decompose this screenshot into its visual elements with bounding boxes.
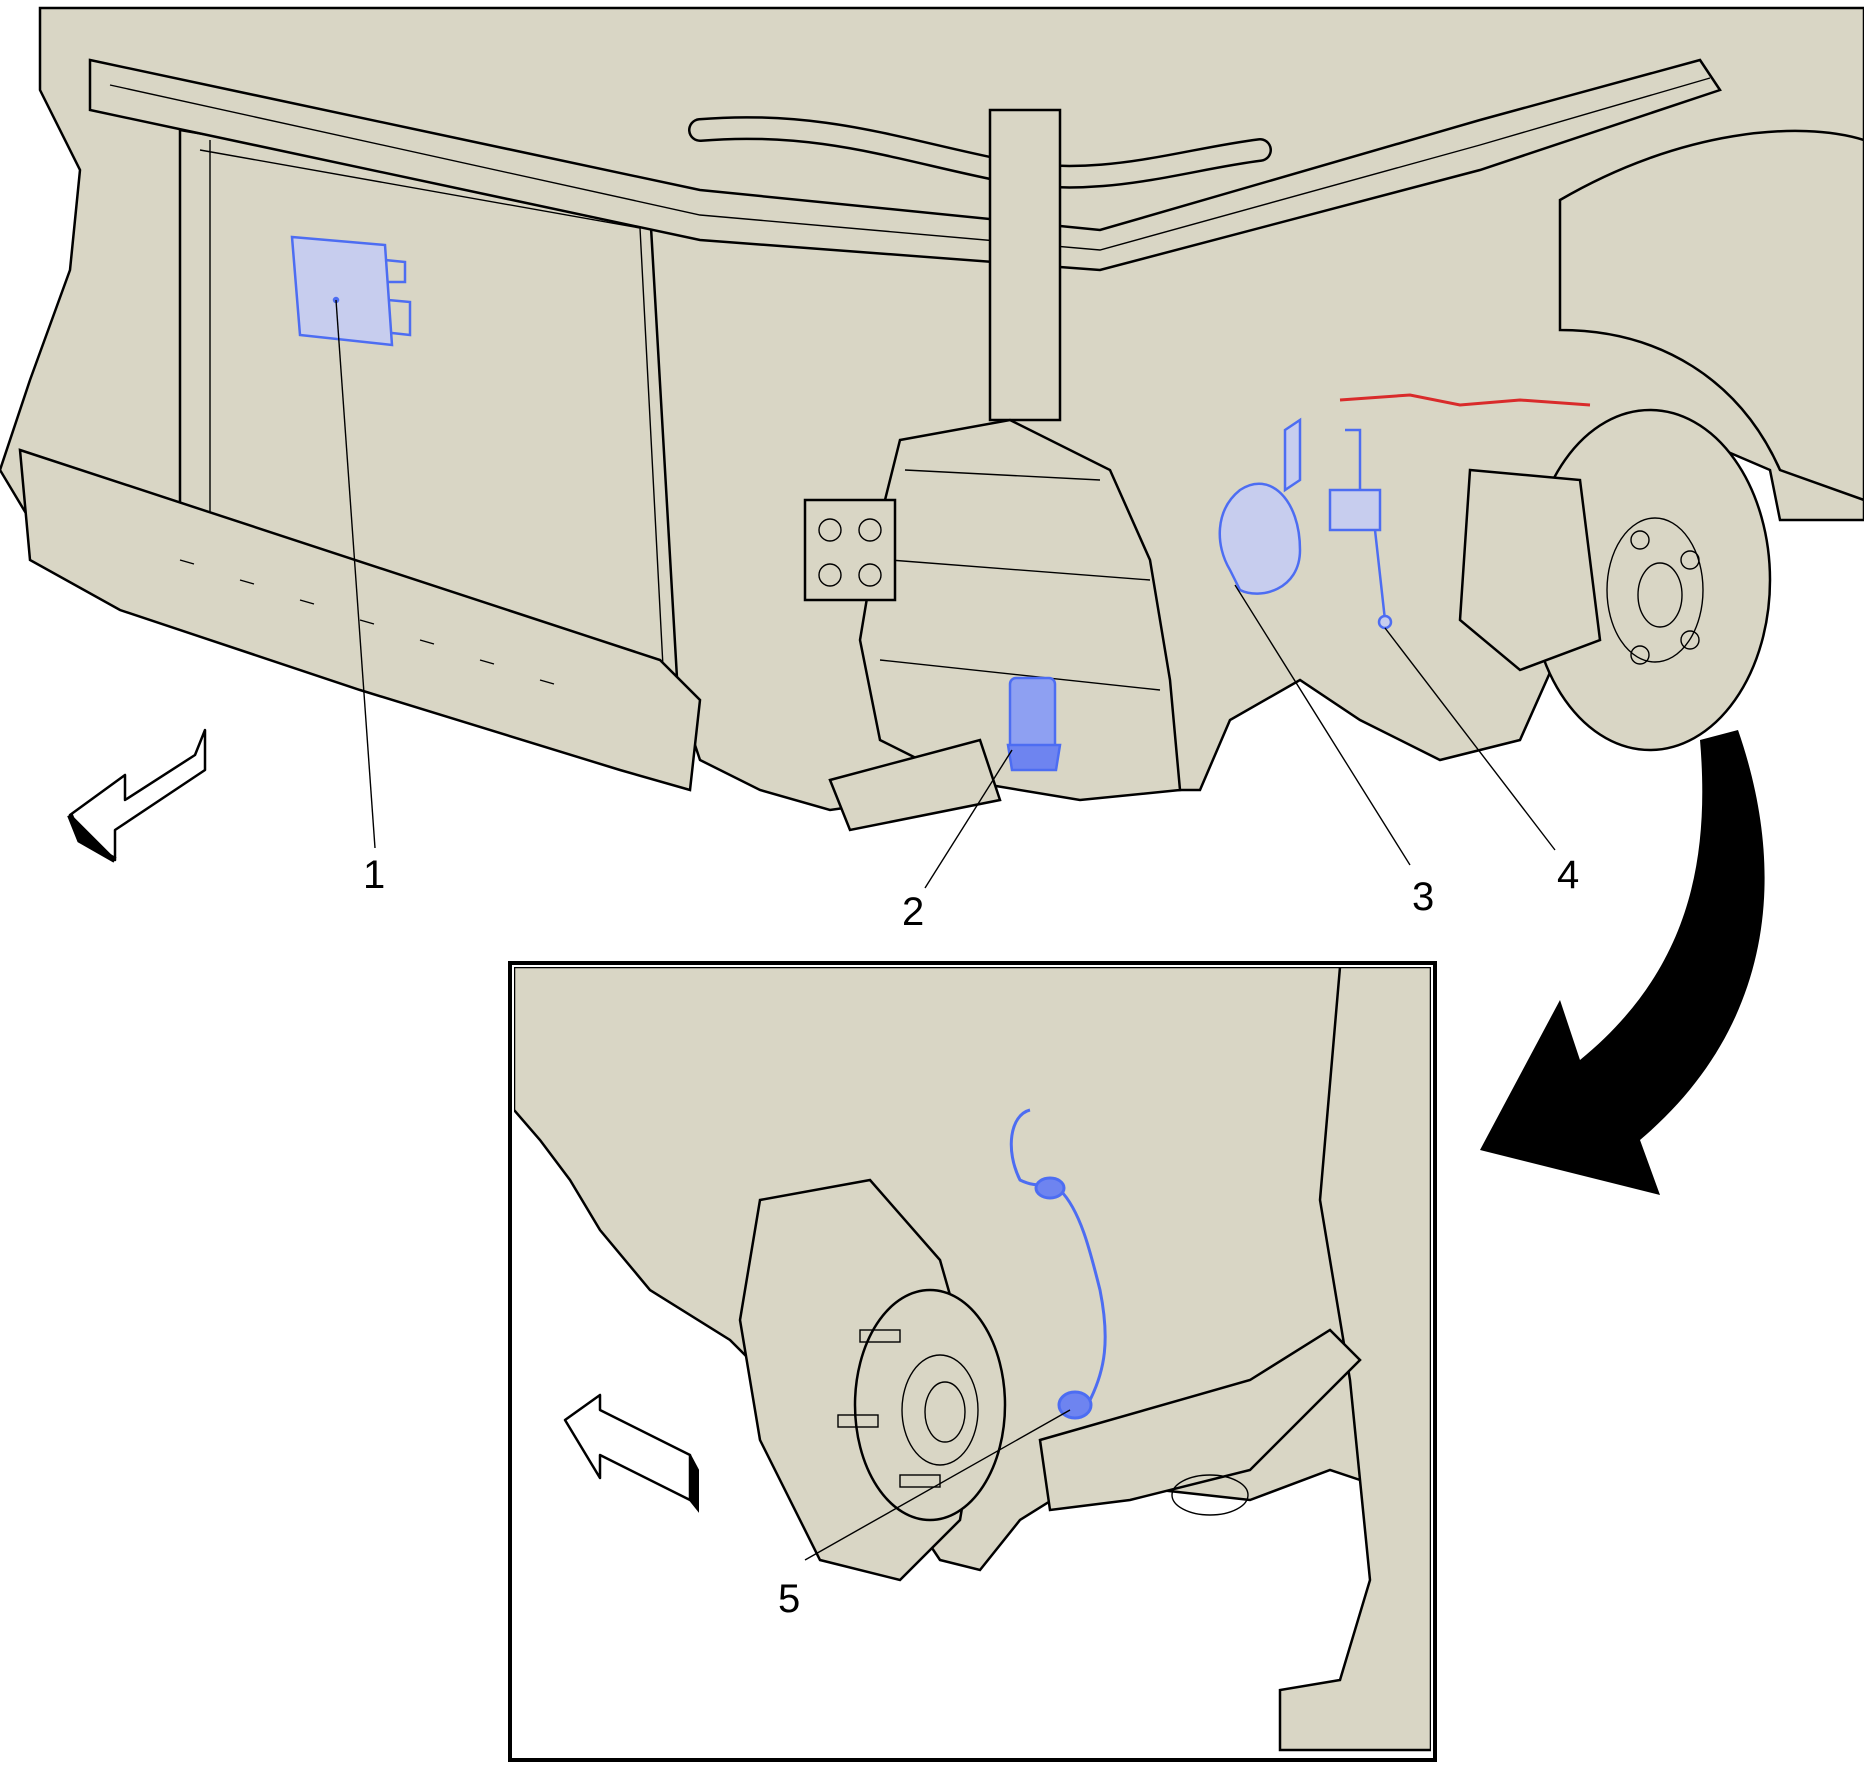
leader-line-4 xyxy=(1384,627,1556,851)
callout-4: 4 xyxy=(1557,853,1579,897)
component-2-pump xyxy=(1006,676,1062,772)
brake-assembly xyxy=(1458,408,1772,752)
upper-radiator-support xyxy=(88,58,1722,272)
callout-5: 5 xyxy=(778,1577,800,1621)
inset-lower-control-arm xyxy=(1038,1328,1362,1512)
inset-knuckle-hub xyxy=(738,1178,1007,1582)
component-1-module xyxy=(290,235,412,347)
abs-modulator xyxy=(803,498,897,602)
callout-3: 3 xyxy=(1412,875,1434,919)
leader-line-3 xyxy=(1234,584,1411,866)
leader-line-2 xyxy=(924,749,1013,889)
leader-line-5 xyxy=(804,1409,1071,1561)
strut-tower xyxy=(988,108,1062,422)
inset-detail-view: 5 xyxy=(508,961,1437,1762)
component-3-horn xyxy=(1218,417,1302,595)
brake-caliper xyxy=(1458,468,1602,672)
forward-direction-arrow-icon xyxy=(67,728,207,863)
wheel-well-liner xyxy=(1558,129,1864,502)
inset-forward-direction-arrow-icon xyxy=(563,1393,699,1513)
component-4-level-sensor xyxy=(1328,428,1393,630)
callout-2: 2 xyxy=(902,890,924,934)
engine-mount-bracket xyxy=(828,738,1002,832)
main-view: 1 2 3 4 xyxy=(0,6,1864,934)
wiring-harness-red xyxy=(1339,393,1591,407)
washer-fluid-reservoir xyxy=(858,418,1182,802)
leader-line-1 xyxy=(335,299,376,849)
curved-arrow-icon xyxy=(1480,730,1765,1195)
callout-1: 1 xyxy=(363,853,385,897)
